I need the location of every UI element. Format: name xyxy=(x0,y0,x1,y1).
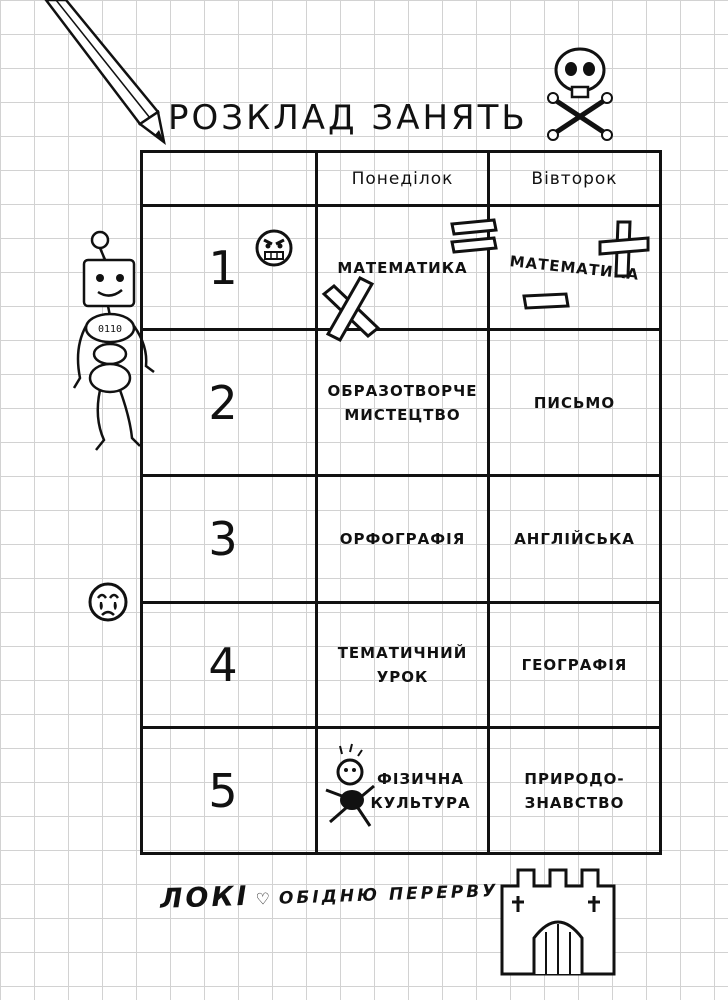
footer-name: ЛОКІ xyxy=(159,880,251,915)
lesson-number: 1 xyxy=(140,204,318,331)
multiply-sign-icon xyxy=(321,276,381,342)
table-row: 1 МАТЕМАТИКА МАТЕМАТИКА xyxy=(140,204,662,331)
castle-icon xyxy=(500,868,616,976)
minus-sign-icon xyxy=(522,292,570,310)
heart-icon: ♡ xyxy=(255,888,274,909)
angry-face-icon xyxy=(255,229,293,267)
footer-text: ОБІДНЮ ПЕРЕРВУ xyxy=(278,881,499,909)
tuesday-subject: ПРИРОДО-ЗНАВСТВО xyxy=(487,726,662,855)
running-figure-icon xyxy=(325,743,375,827)
header-monday: Понеділок xyxy=(315,150,490,207)
equals-sign-icon xyxy=(450,218,498,254)
table-header-row: Понеділок Вівторок xyxy=(140,150,662,207)
tuesday-subject: ПИСЬМО xyxy=(487,328,662,477)
monday-subject: МАТЕМАТИКА xyxy=(315,204,490,331)
header-tuesday: Вівторок xyxy=(487,150,662,207)
table-row: 3 ОРФОГРАФІЯ АНГЛІЙСЬКА xyxy=(140,474,662,604)
crying-face-icon xyxy=(88,582,128,622)
robot-icon: 0110 xyxy=(72,230,155,451)
corner-cell xyxy=(140,150,318,207)
tuesday-subject: МАТЕМАТИКА xyxy=(487,204,662,331)
lesson-number: 2 xyxy=(140,328,318,477)
lesson-number: 4 xyxy=(140,601,318,729)
page-title: РОЗКЛАД ЗАНЯТЬ xyxy=(168,98,528,138)
lesson-number: 3 xyxy=(140,474,318,604)
pencil-icon xyxy=(44,0,166,145)
footer-note: ЛОКІ♡ОБІДНЮ ПЕРЕРВУ xyxy=(160,872,499,915)
plus-sign-icon xyxy=(598,220,650,278)
timetable: Понеділок Вівторок 1 МАТЕМАТИКА МАТЕМАТИ… xyxy=(140,150,662,855)
lesson-number: 5 xyxy=(140,726,318,855)
tuesday-subject: ГЕОГРАФІЯ xyxy=(487,601,662,729)
monday-subject: ОРФОГРАФІЯ xyxy=(315,474,490,604)
tuesday-subject: АНГЛІЙСЬКА xyxy=(487,474,662,604)
skull-crossbones-icon xyxy=(547,47,613,141)
robot-chest-label: 0110 xyxy=(98,324,122,335)
